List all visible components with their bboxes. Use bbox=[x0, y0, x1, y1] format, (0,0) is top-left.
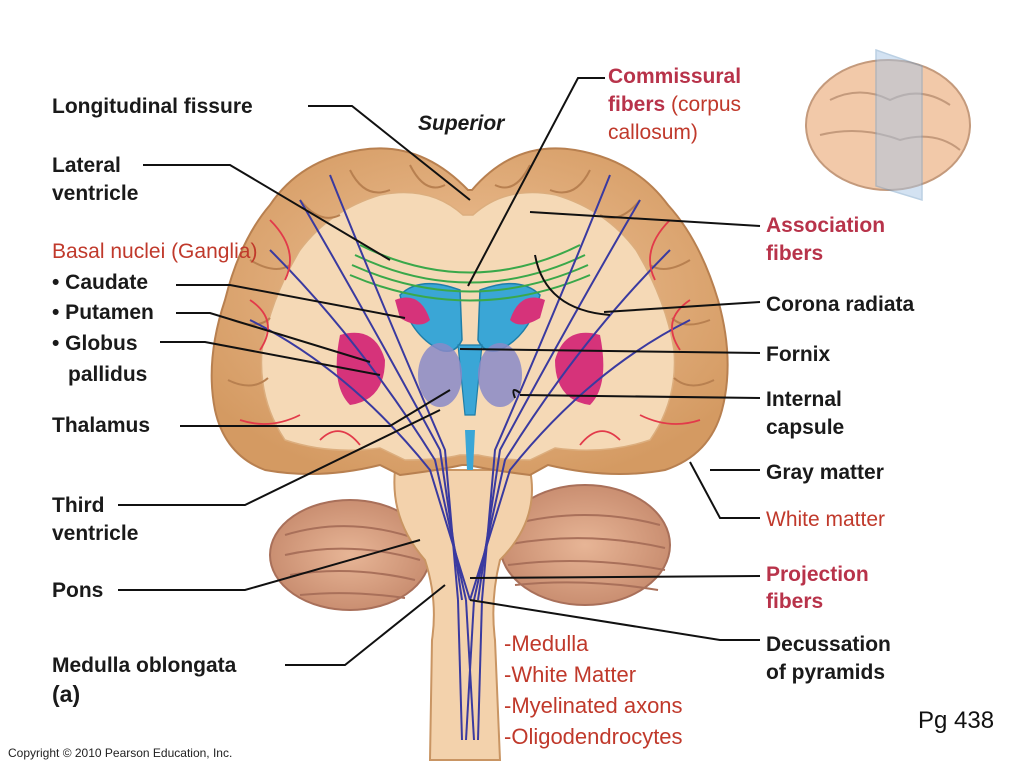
leader-lines bbox=[118, 77, 761, 666]
note-white-matter: -White Matter bbox=[504, 662, 637, 687]
cerebral-aqueduct bbox=[465, 430, 475, 470]
label-globus-line1: • Globus bbox=[52, 332, 138, 355]
third-ventricle-shape bbox=[457, 344, 483, 416]
note-myelinated-axons: -Myelinated axons bbox=[504, 693, 683, 718]
copyright-notice: Copyright © 2010 Pearson Education, Inc. bbox=[8, 746, 233, 760]
label-superior: Superior bbox=[418, 112, 505, 135]
label-lateral-ventricle-line1: Lateral bbox=[52, 154, 121, 177]
label-globus-line2: pallidus bbox=[68, 363, 148, 386]
white-matter-region bbox=[260, 191, 676, 461]
label-internal-capsule-line2: capsule bbox=[766, 416, 845, 439]
thalamus-shape bbox=[418, 343, 522, 407]
label-commissural-line1: Commissural bbox=[608, 65, 742, 88]
label-longitudinal-fissure: Longitudinal fissure bbox=[52, 95, 253, 118]
label-projection-line1: Projection bbox=[766, 563, 869, 586]
label-commissural-line3: callosum) bbox=[608, 121, 698, 144]
label-corpus-word: (corpus bbox=[671, 93, 742, 116]
label-white-matter: White matter bbox=[766, 508, 886, 531]
label-basal-nuclei: Basal nuclei (Ganglia) bbox=[52, 240, 258, 263]
cerebellum bbox=[269, 484, 671, 611]
label-lateral-ventricle-line2: ventricle bbox=[52, 182, 139, 205]
page-number: Pg 438 bbox=[918, 707, 995, 734]
label-association-line2: fibers bbox=[766, 242, 824, 265]
label-decussation-line1: Decussation bbox=[766, 633, 891, 656]
label-gray-matter: Gray matter bbox=[766, 461, 884, 484]
label-internal-capsule-line1: Internal bbox=[766, 388, 842, 411]
projection-fibers bbox=[249, 174, 691, 741]
brainstem bbox=[393, 469, 533, 761]
label-projection-line2: fibers bbox=[766, 590, 824, 613]
note-oligodendrocytes: -Oligodendrocytes bbox=[504, 724, 683, 749]
label-pons: Pons bbox=[52, 579, 104, 602]
label-decussation-line2: of pyramids bbox=[766, 661, 886, 684]
label-medulla-oblongata: Medulla oblongata bbox=[52, 654, 237, 677]
label-corona-radiata: Corona radiata bbox=[766, 293, 915, 316]
label-panel-a: (a) bbox=[52, 681, 81, 707]
association-fibers bbox=[239, 219, 701, 446]
label-fornix: Fornix bbox=[766, 343, 831, 366]
label-thalamus: Thalamus bbox=[52, 414, 151, 437]
label-caudate: • Caudate bbox=[52, 271, 149, 294]
note-medulla: -Medulla bbox=[504, 631, 589, 656]
label-association-line1: Association bbox=[766, 214, 886, 237]
label-third-ventricle-line2: ventricle bbox=[52, 522, 139, 545]
label-commissural-fibers-word: fibers bbox=[608, 93, 666, 116]
inset-brain-thumbnail bbox=[805, 48, 971, 202]
label-commissural-line2: fibers (corpus bbox=[608, 91, 741, 118]
label-putamen: • Putamen bbox=[52, 301, 154, 324]
corona-radiata-bracket bbox=[534, 254, 611, 316]
internal-capsule-bracket bbox=[512, 388, 521, 399]
label-third-ventricle-line1: Third bbox=[52, 494, 105, 517]
